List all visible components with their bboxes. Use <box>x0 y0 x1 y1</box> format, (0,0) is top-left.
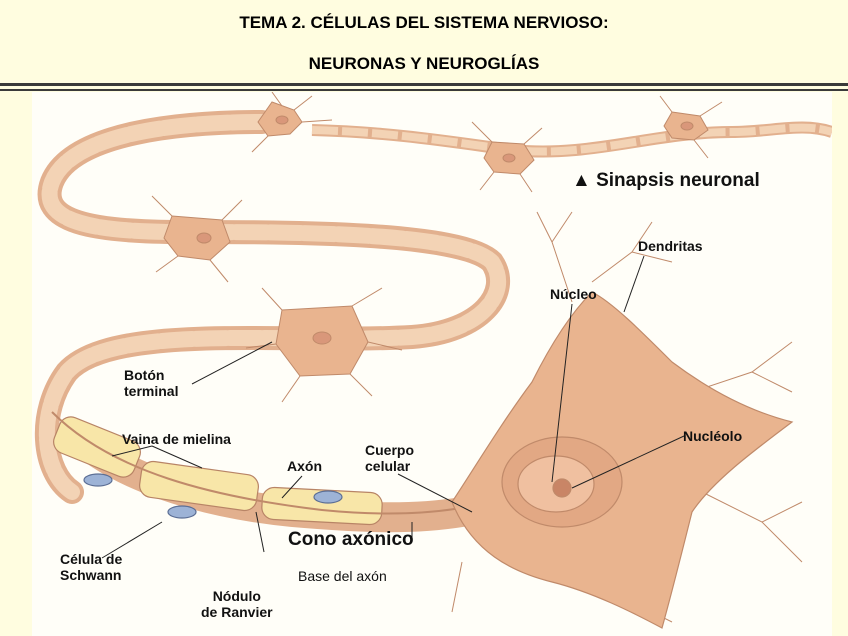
leader-lines <box>101 255 685 559</box>
label-sinapsis-neuronal: ▲ Sinapsis neuronal <box>572 170 760 191</box>
label-vaina-de-mielina: Vaina de mielina <box>122 431 231 447</box>
label-boton-line-1: Botón <box>124 367 165 383</box>
label-dendritas: Dendritas <box>638 238 703 254</box>
cell-body <box>451 291 794 629</box>
label-schwann-line-1: Célula de <box>60 551 123 567</box>
label-axon: Axón <box>287 458 322 474</box>
label-cono-axonico: Cono axónico <box>288 529 414 550</box>
slide-title-line-2: NEURONAS Y NEUROGLÍAS <box>308 54 540 73</box>
label-nodulo-line-2: de Ranvier <box>201 604 273 620</box>
dendrite-branches <box>151 92 803 623</box>
label-base-del-axon: Base del axón <box>298 568 387 584</box>
neuron-diagram: ▲ Sinapsis neuronal Dendritas Núcleo Nuc… <box>32 92 832 636</box>
label-celula-de-schwann: Célula de Schwann <box>60 551 122 583</box>
title-rule-bottom <box>0 89 848 91</box>
label-boton-line-2: terminal <box>124 383 179 399</box>
myelinated-axon-chain <box>34 110 832 504</box>
label-nodulo-line-1: Nódulo <box>212 588 261 604</box>
label-cuerpo-line-1: Cuerpo <box>365 442 414 458</box>
label-nucleolo: Nucléolo <box>683 428 743 444</box>
label-nodulo-de-ranvier: Nódulo de Ranvier <box>201 588 273 620</box>
title-rule-top <box>0 83 848 86</box>
label-cuerpo-celular: Cuerpo celular <box>365 442 414 474</box>
neuron-illustration <box>34 92 832 629</box>
slide-title-line-1: TEMA 2. CÉLULAS DEL SISTEMA NERVIOSO: <box>239 13 609 32</box>
label-boton-terminal: Botón terminal <box>124 367 178 399</box>
label-cuerpo-line-2: celular <box>365 458 411 474</box>
label-schwann-line-2: Schwann <box>60 567 122 583</box>
small-neurons <box>163 101 709 377</box>
main-axon <box>51 411 473 533</box>
label-nucleo: Núcleo <box>550 286 597 302</box>
